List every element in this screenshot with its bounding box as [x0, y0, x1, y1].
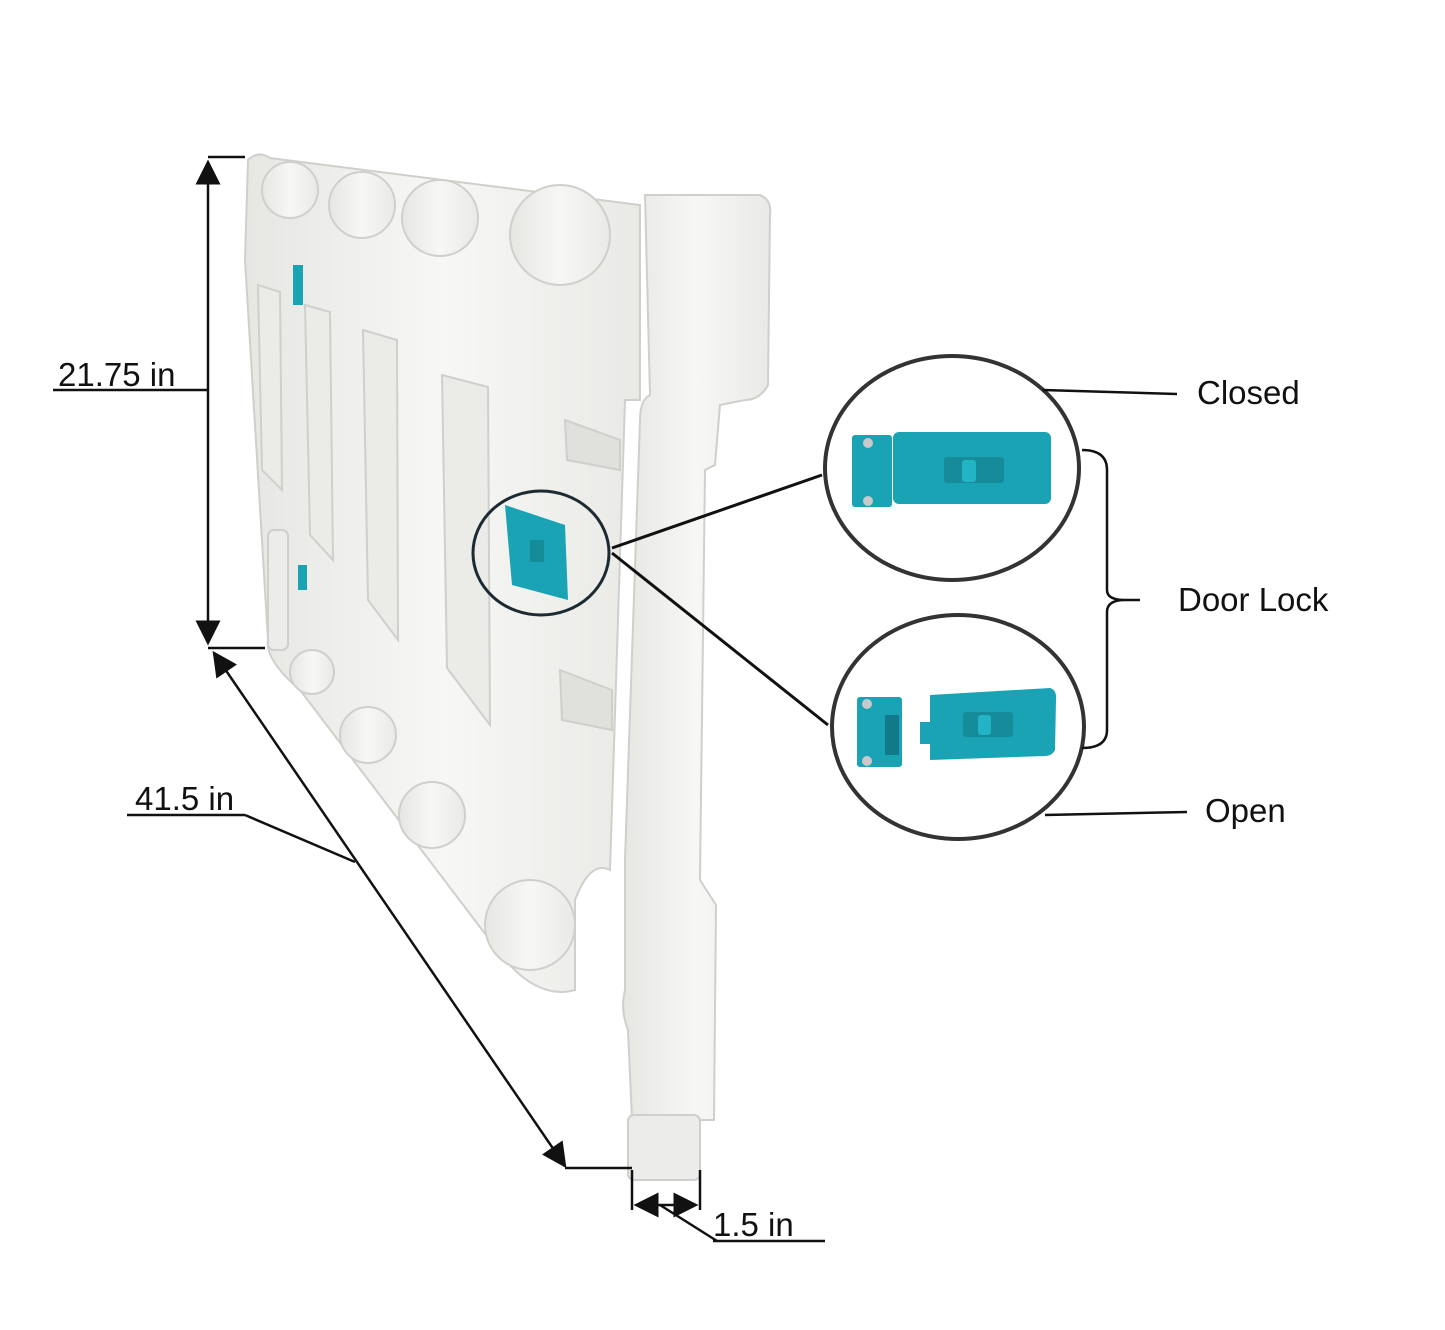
lock-clip-bottom	[298, 565, 307, 590]
lock-highlight-circle	[471, 489, 611, 617]
door-lock-label: Door Lock	[1178, 581, 1329, 618]
lock-clip-top	[293, 265, 303, 305]
dimension-lines	[53, 155, 825, 1243]
open-label: Open	[1205, 792, 1286, 829]
callout-lines	[1042, 388, 1188, 817]
open-lock-detail	[830, 613, 1086, 841]
length-dimension-label: 41.5 in	[135, 780, 235, 817]
fence-panel	[243, 153, 772, 1181]
closed-label: Closed	[1197, 374, 1300, 411]
door-lock-on-fence	[505, 505, 568, 600]
post-width-dimension-label: 1.5 in	[713, 1206, 794, 1243]
closed-lock-detail	[823, 354, 1081, 582]
height-dimension-label: 21.75 in	[58, 356, 176, 393]
